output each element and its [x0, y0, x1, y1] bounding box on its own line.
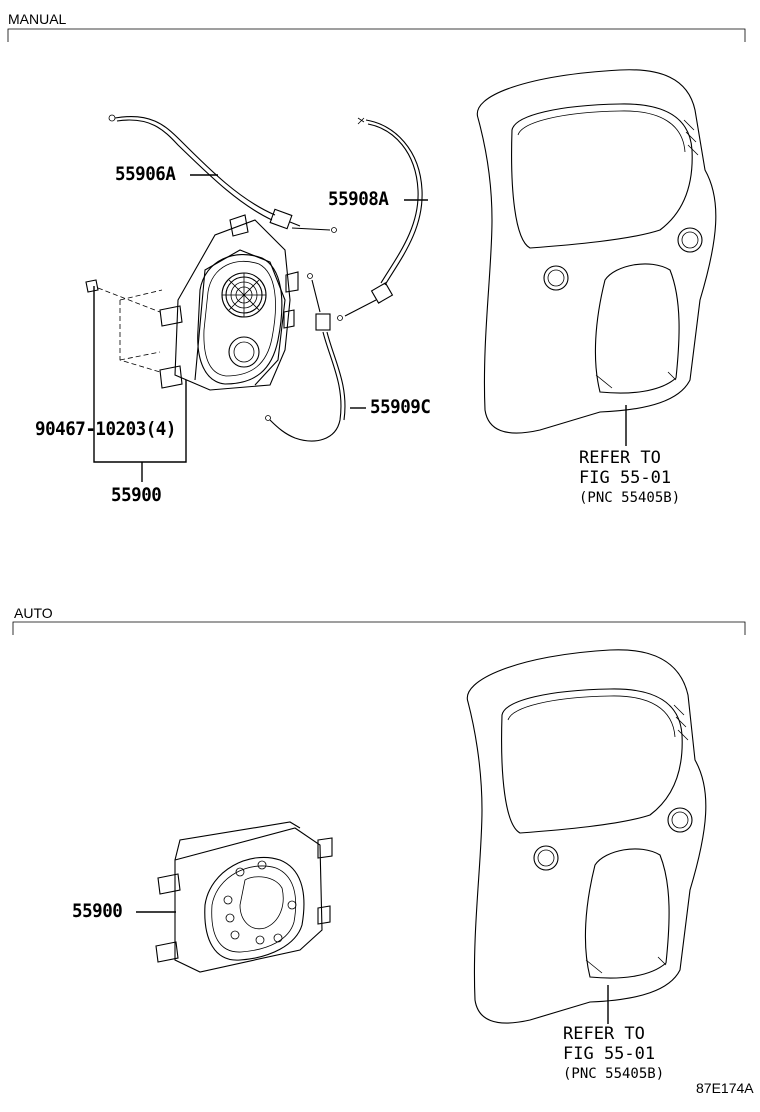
console-panel-manual [476, 69, 717, 434]
cable-55909c [265, 273, 346, 442]
callout-55908a: 55908A [328, 188, 389, 210]
section-title-auto: AUTO [14, 605, 53, 621]
cable-55908a [337, 117, 423, 321]
cable-55906a [108, 114, 337, 233]
callout-55909c: 55909C [370, 396, 431, 418]
section-bracket-manual [7, 28, 746, 42]
figure-code: 87E174A [696, 1080, 754, 1096]
manual-control-unit [159, 214, 299, 391]
auto-control-unit [155, 821, 333, 973]
section-title-manual: MANUAL [8, 11, 67, 27]
section-bracket-auto [12, 621, 746, 635]
refer-manual-line3: (PNC 55405B) [579, 490, 681, 506]
refer-manual-line1: REFER TO [579, 448, 661, 468]
callout-55900: 55900 [111, 484, 162, 506]
refer-manual-line2: FIG 55-01 [579, 468, 672, 488]
callout-55906a: 55906A [115, 163, 176, 185]
callout-55900-auto: 55900 [72, 900, 123, 922]
screw-90467 [85, 279, 163, 373]
leader-bracket-55900 [93, 286, 187, 463]
refer-auto-line1: REFER TO [563, 1024, 645, 1044]
refer-auto: REFER TO FIG 55-01 (PNC 55405B) [563, 1024, 664, 1084]
callout-90467-10203: 90467-10203(4) [35, 418, 176, 440]
console-panel-auto [466, 649, 707, 1024]
refer-auto-line2: FIG 55-01 [563, 1044, 656, 1064]
refer-auto-line3: (PNC 55405B) [563, 1066, 665, 1082]
refer-manual: REFER TO FIG 55-01 (PNC 55405B) [579, 448, 680, 508]
